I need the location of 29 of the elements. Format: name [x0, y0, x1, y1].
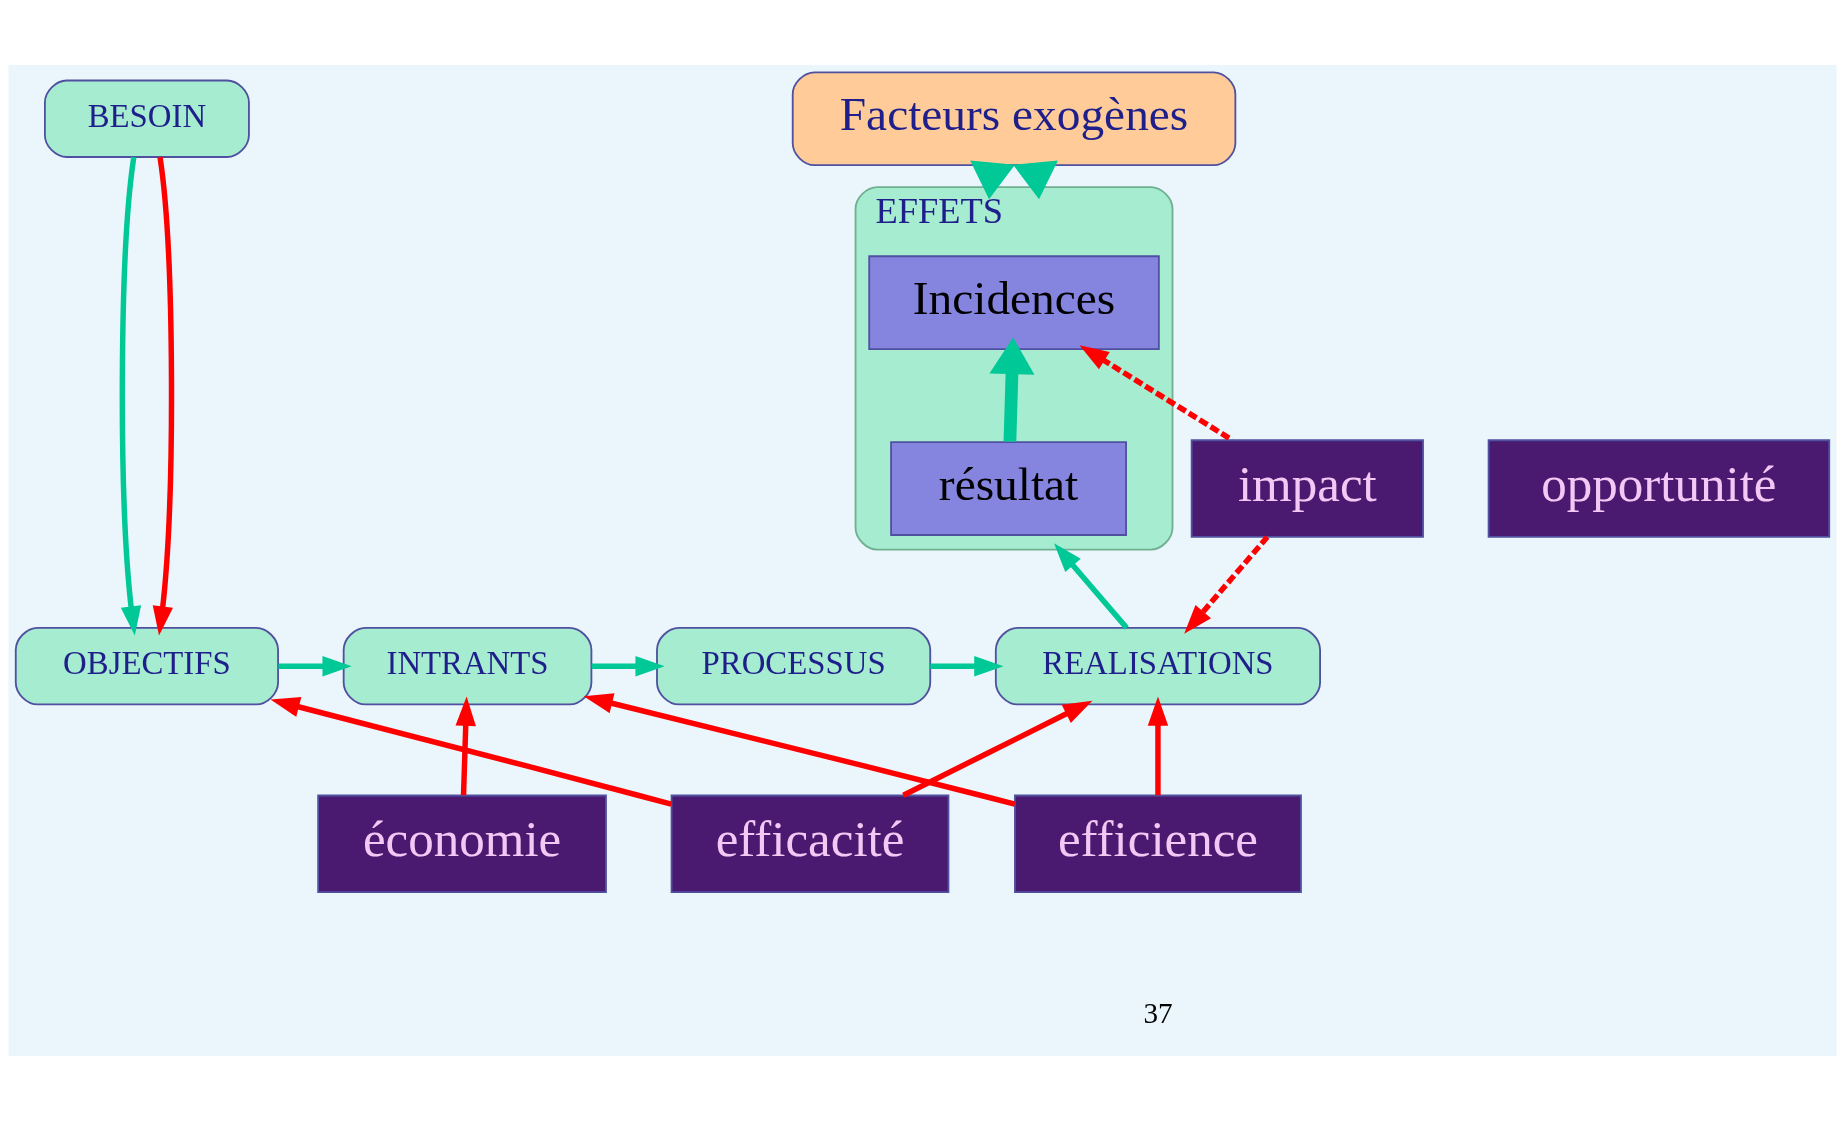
arrow [989, 337, 1035, 442]
arrow [455, 696, 476, 796]
arrow [902, 700, 1093, 798]
arrow [1147, 696, 1169, 796]
node-box: opportunité [1487, 439, 1831, 538]
node-box: Facteurs exogènes [791, 71, 1237, 167]
node-box: économie [317, 794, 607, 893]
node-box: efficacité [670, 794, 950, 893]
node-box: REALISATIONS [994, 627, 1321, 706]
node-box: Incidences [868, 255, 1160, 351]
arrow [1184, 535, 1270, 634]
arrow [583, 693, 1016, 807]
arrow [970, 160, 1015, 200]
node-box: impact [1190, 439, 1424, 538]
node-box: BESOIN [44, 79, 250, 158]
label: 37 [1143, 996, 1173, 1029]
arrow [930, 655, 1004, 677]
node-box: efficience [1014, 794, 1302, 893]
arrow [119, 156, 142, 636]
node-box: OBJECTIFS [14, 627, 279, 706]
arrow [1054, 543, 1129, 630]
arrow [270, 697, 672, 807]
arrow [591, 655, 665, 677]
node-box: INTRANTS [342, 627, 593, 706]
arrow [152, 156, 175, 636]
node-box: PROCESSUS [656, 627, 932, 706]
arrow [278, 655, 352, 677]
node-box: résultat [890, 441, 1127, 536]
arrow [1013, 160, 1058, 200]
